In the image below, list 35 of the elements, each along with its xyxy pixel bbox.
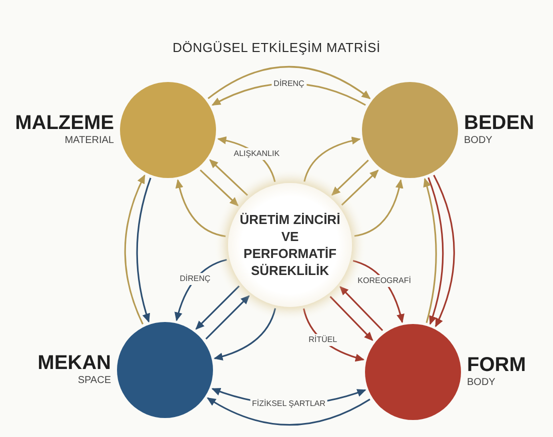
arrow [209, 159, 248, 196]
node-subtitle: MATERIAL [64, 134, 114, 147]
arrow [433, 174, 455, 328]
arrow [214, 308, 276, 360]
edge-label: RİTÜEL [306, 334, 340, 346]
arrow [354, 179, 404, 237]
node-subtitle: BODY [464, 134, 492, 147]
edge-label: DİRENÇ [272, 78, 306, 90]
node-subtitle: BODY [467, 376, 496, 389]
node-subtitle: SPACE [78, 374, 111, 387]
node-heading: MEKAN [38, 352, 111, 374]
arrow [208, 66, 371, 100]
arrow [206, 397, 370, 426]
arrow [200, 170, 239, 206]
arrow [136, 178, 152, 323]
arrow [340, 286, 384, 332]
arrow [195, 285, 240, 330]
diagram-title: DÖNGÜSEL ETKİLEŞİM MATRİSİ [172, 39, 380, 57]
arrow [205, 295, 250, 340]
edge-label: FİZİKSEL ŞARTLAR [250, 398, 328, 410]
arrow [330, 296, 374, 341]
arrow [341, 170, 379, 206]
node-heading: FORM [467, 354, 526, 376]
edge-label: ALIŞKANLIK [232, 148, 282, 160]
node-heading: BEDEN [464, 112, 534, 134]
arrow [124, 174, 146, 324]
arrow [423, 178, 437, 324]
arrow [176, 179, 226, 238]
edge-label: DİRENÇ [178, 273, 212, 286]
edge-label: KOREOGRAFİ [356, 274, 413, 287]
arrow [304, 136, 361, 182]
arrow [331, 160, 369, 196]
node-heading: MALZEME [15, 112, 114, 134]
arrow [428, 177, 444, 325]
center-label: ÜRETİM ZİNCİRİ VE PERFORMATİF SÜREKLİLİK [238, 211, 342, 279]
